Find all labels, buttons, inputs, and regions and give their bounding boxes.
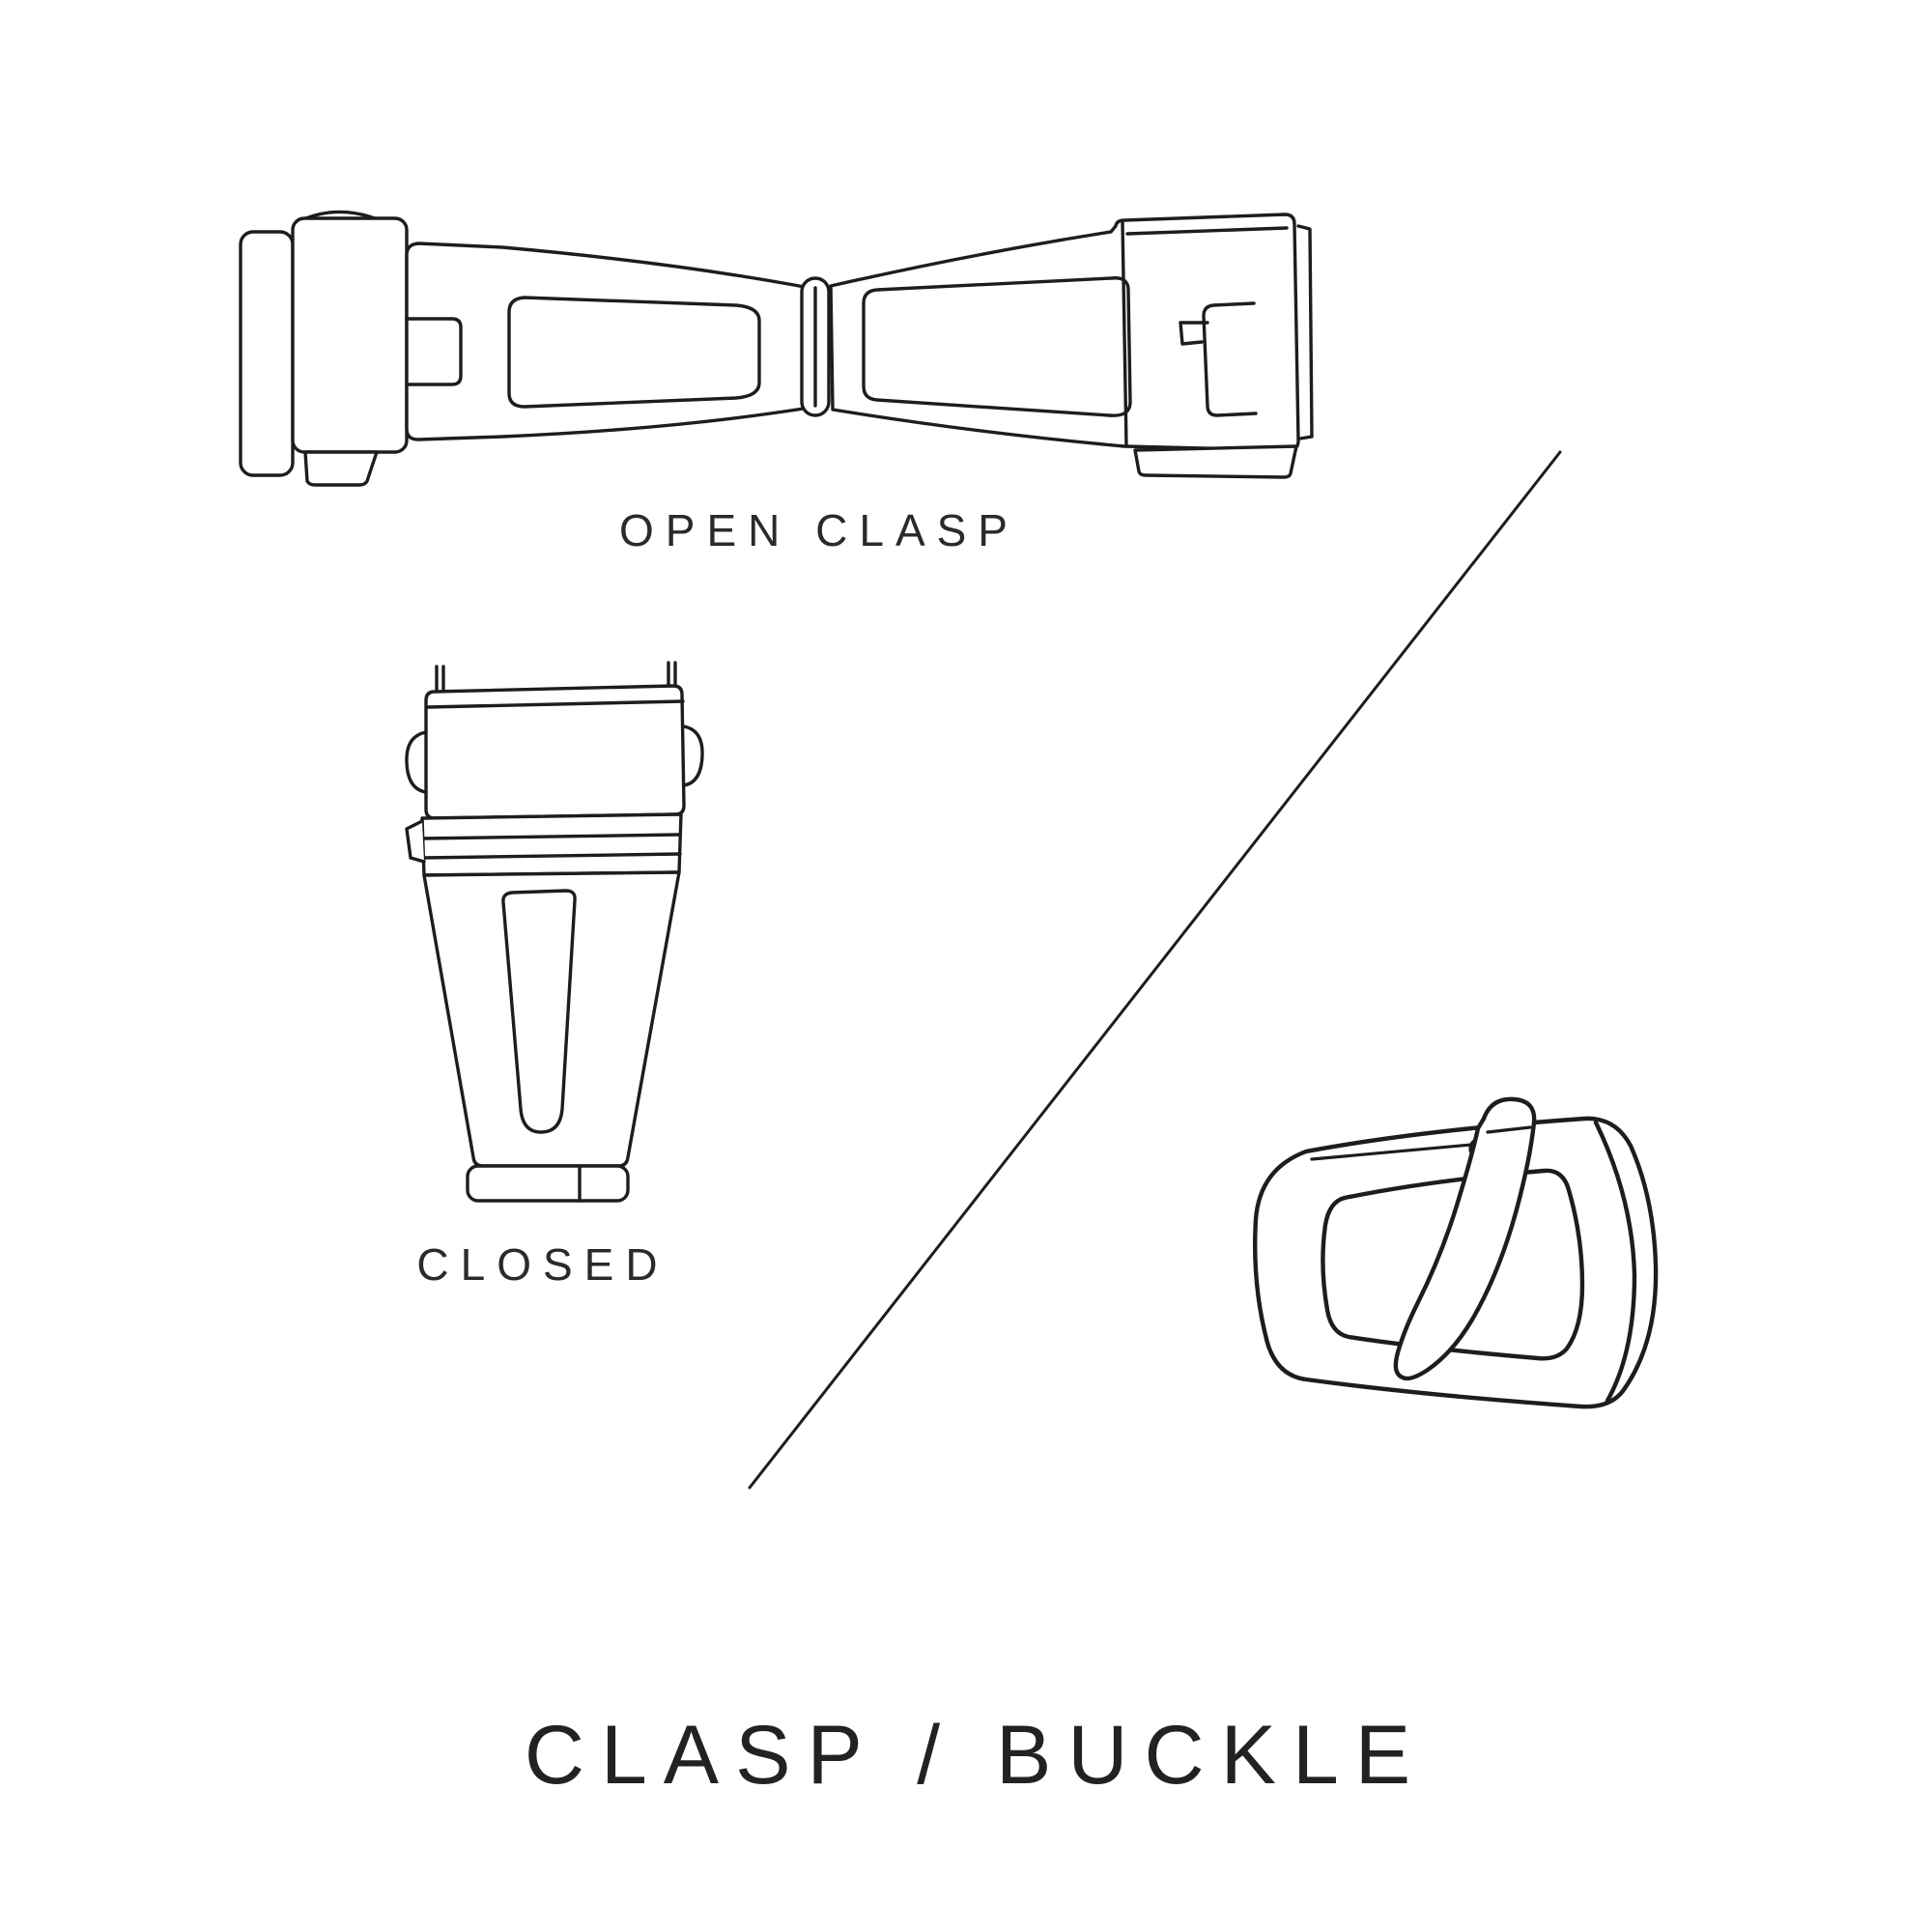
open-clasp-illustration xyxy=(239,210,1314,487)
tang-buckle-illustration xyxy=(1253,1096,1659,1409)
page-title: CLASP / BUCKLE xyxy=(524,1709,1428,1802)
diagonal-divider-line xyxy=(748,450,1562,1490)
closed-clasp-caption: CLOSED xyxy=(416,1239,669,1290)
closed-clasp-illustration xyxy=(405,661,704,1203)
open-clasp-caption: OPEN CLASP xyxy=(619,505,1019,555)
